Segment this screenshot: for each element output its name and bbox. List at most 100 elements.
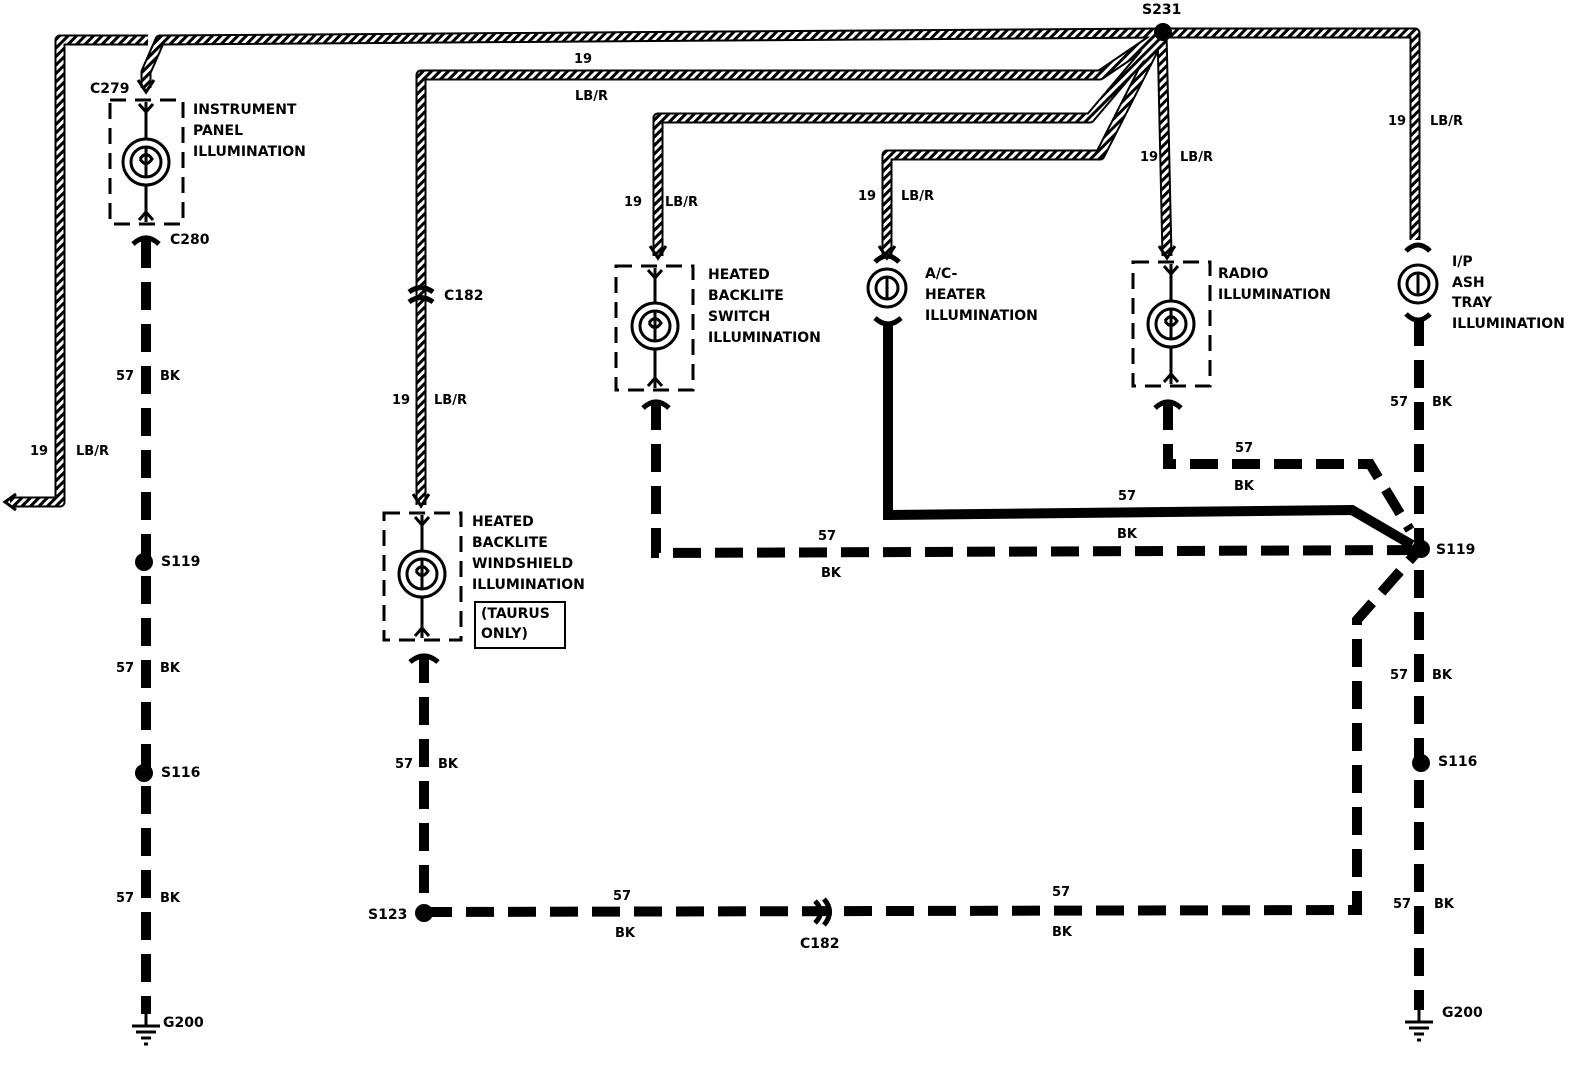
splice-icon xyxy=(135,764,153,782)
wire-num: 57 xyxy=(818,529,836,544)
connector-icon xyxy=(1153,399,1183,410)
switch-housing xyxy=(614,264,695,392)
wire-num: 19 xyxy=(30,444,48,459)
label-ash-tray-1: I/P xyxy=(1452,254,1473,270)
splice-s119-left: S119 xyxy=(161,554,200,570)
wire-num: 57 xyxy=(613,889,631,904)
splice-s116-right: S116 xyxy=(1438,754,1477,770)
label-ac-heater-3: ILLUMINATION xyxy=(925,308,1038,324)
label-switch-3: SWITCH xyxy=(708,309,770,325)
connector-c280: C280 xyxy=(170,232,210,248)
bulb-icon xyxy=(397,549,447,599)
wire-switch-to-s119 xyxy=(651,402,1421,559)
wire-num: 57 xyxy=(1052,885,1070,900)
bulb-icon xyxy=(866,267,908,309)
wire-color: BK xyxy=(1117,527,1138,542)
stripe-to-windshield xyxy=(417,30,1164,505)
wire-num: 57 xyxy=(116,369,134,384)
splice-dots xyxy=(135,23,1430,922)
splice-s116-left: S116 xyxy=(161,765,200,781)
stripe-to-ash-tray xyxy=(1162,29,1419,240)
wire-color: BK xyxy=(821,566,842,581)
grounds xyxy=(132,1010,1433,1046)
label-windshield-2: BACKLITE xyxy=(472,535,548,551)
connector-icon xyxy=(873,316,903,327)
windshield-housing xyxy=(382,511,463,642)
connector-icon xyxy=(1404,242,1432,253)
label-radio-1: RADIO xyxy=(1218,266,1268,282)
connector-icon xyxy=(407,285,435,305)
wire-s123-to-s119 xyxy=(423,548,1421,917)
arrow-down-icon xyxy=(1157,245,1177,261)
ground-g200-left: G200 xyxy=(163,1015,204,1031)
wire-num: 19 xyxy=(624,195,642,210)
wire-ac-heater-to-s119 xyxy=(883,322,1415,550)
wire-num: 57 xyxy=(1393,897,1411,912)
wire-num: 57 xyxy=(1390,395,1408,410)
splice-icon xyxy=(1412,754,1430,772)
wire-color: BK xyxy=(1434,897,1455,912)
wire-num: 57 xyxy=(1235,441,1253,456)
label-switch-4: ILLUMINATION xyxy=(708,330,821,346)
label-ash-tray-3: TRAY xyxy=(1452,295,1493,311)
label-ash-tray-4: ILLUMINATION xyxy=(1452,316,1565,332)
wire-num: 57 xyxy=(395,757,413,772)
label-windshield-4: ILLUMINATION xyxy=(472,577,585,593)
taurus-note-box xyxy=(474,601,566,649)
label-windshield-1: HEATED xyxy=(472,514,534,530)
wire-color: LB/R xyxy=(76,444,109,459)
connector-icon xyxy=(1404,312,1432,323)
arrow-down-icon xyxy=(136,79,156,95)
splice-s119-right: S119 xyxy=(1436,542,1475,558)
splice-icon xyxy=(1412,540,1430,558)
wire-radio-to-s119 xyxy=(1163,402,1415,533)
wire-color: BK xyxy=(615,926,636,941)
bulbs xyxy=(121,137,1439,599)
splice-icon xyxy=(1154,23,1172,41)
splice-icon xyxy=(415,904,433,922)
wire-color: LB/R xyxy=(1180,150,1213,165)
label-instrument-panel-1: INSTRUMENT xyxy=(193,102,297,118)
connector-icon xyxy=(131,235,161,246)
wire-color: BK xyxy=(160,369,181,384)
wire-to-ash-tray xyxy=(1162,27,1421,240)
splice-s231: S231 xyxy=(1142,2,1181,18)
label-radio-2: ILLUMINATION xyxy=(1218,287,1331,303)
arrow-down-icon xyxy=(648,245,668,261)
arrow-left-icon xyxy=(2,492,17,512)
wire-color: LB/R xyxy=(665,195,698,210)
label-ac-heater-2: HEATER xyxy=(925,287,986,303)
connector-icon xyxy=(873,253,901,264)
label-instrument-panel-3: ILLUMINATION xyxy=(193,144,306,160)
connector-icon xyxy=(408,653,440,664)
instrument-panel-housing xyxy=(108,98,185,226)
wire-color: BK xyxy=(1234,479,1255,494)
ground-icon xyxy=(132,1014,160,1046)
wire-color: BK xyxy=(1432,668,1453,683)
feed-arrowheads xyxy=(2,79,1177,512)
wire-num: 57 xyxy=(1390,668,1408,683)
label-ac-heater-1: A/C- xyxy=(925,266,958,282)
wire-color: BK xyxy=(438,757,459,772)
connector-c182-bottom: C182 xyxy=(800,936,840,952)
label-switch-2: BACKLITE xyxy=(708,288,784,304)
stripe-to-instrument-panel xyxy=(142,29,1163,88)
bulb-icon xyxy=(121,137,171,187)
wire-to-windshield xyxy=(415,28,1166,505)
label-windshield-3: WINDSHIELD xyxy=(472,556,573,572)
wire-color: LB/R xyxy=(575,89,608,104)
radio-housing xyxy=(1131,260,1212,388)
wire-color: LB/R xyxy=(1430,114,1463,129)
splice-s123: S123 xyxy=(368,907,407,923)
stripe-left-edge xyxy=(10,36,148,506)
wire-color: BK xyxy=(160,891,181,906)
wire-code-labels: 19 LB/R 19 LB/R 19 LB/R 19 LB/R 19 LB/R … xyxy=(30,52,1463,941)
reference-labels: C279 C280 C182 C182 S231 S119 S116 S119 … xyxy=(90,2,1483,1031)
stripe-to-ac-heater xyxy=(883,31,1166,256)
splice-icon xyxy=(135,553,153,571)
wire-left-edge xyxy=(10,34,148,508)
component-internals xyxy=(137,102,1180,638)
connector-c279: C279 xyxy=(90,81,130,97)
component-housings xyxy=(108,98,1212,642)
connector-icon xyxy=(641,399,671,410)
